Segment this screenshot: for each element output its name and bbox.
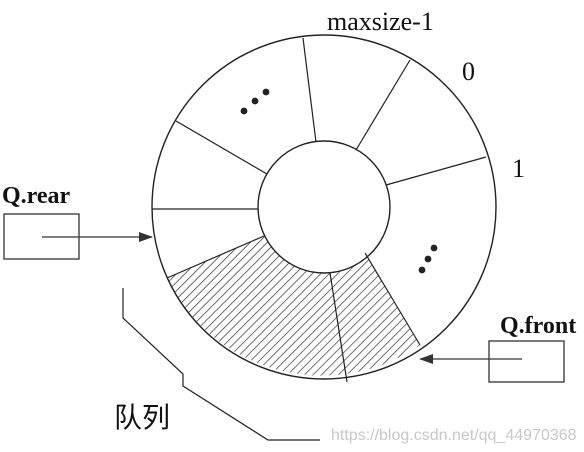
ellipsis-upper xyxy=(240,88,270,115)
label-q-front: Q.front xyxy=(500,313,576,339)
occupied-region xyxy=(167,236,420,376)
divider xyxy=(329,272,348,383)
label-index-1: 1 xyxy=(512,154,525,183)
ellipsis-lower xyxy=(418,244,438,274)
divider xyxy=(302,37,317,143)
divider xyxy=(364,252,421,346)
queue-bracket xyxy=(122,288,320,441)
label-q-rear: Q.rear xyxy=(2,183,71,209)
divider xyxy=(355,59,411,151)
label-queue: 队列 xyxy=(114,401,170,434)
watermark: https://blog.csdn.net/qq_44970368 xyxy=(331,427,577,444)
inner-ring xyxy=(257,140,391,274)
divider xyxy=(385,156,487,186)
front-pointer-box xyxy=(488,340,565,383)
divider xyxy=(166,235,265,279)
label-index-0: 0 xyxy=(462,57,475,86)
divider xyxy=(175,120,268,175)
label-maxsize-1: maxsize-1 xyxy=(327,7,434,36)
slot-dividers xyxy=(152,37,487,383)
outer-ring xyxy=(151,34,497,380)
